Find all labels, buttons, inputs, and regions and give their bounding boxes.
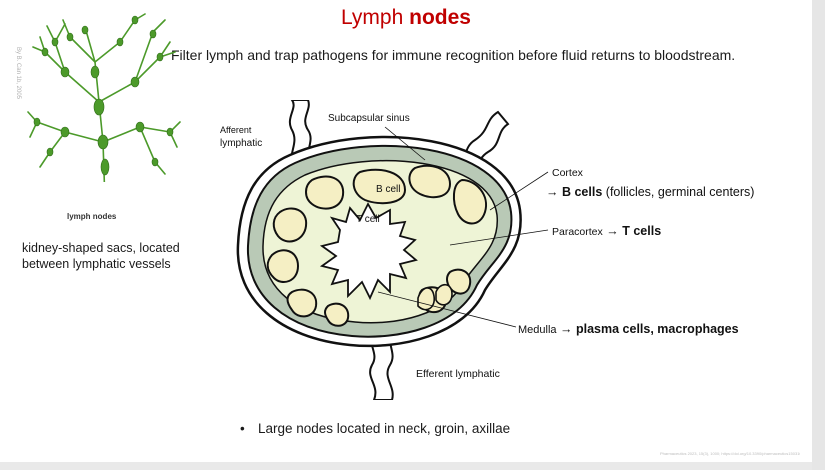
bullet-text: Large nodes located in neck, groin, axil… [258, 421, 511, 436]
illustration-caption: lymph nodes [67, 212, 117, 221]
cortex-b-cells: B cells [562, 185, 602, 199]
pointer-paracortex [449, 229, 549, 246]
medullary-cords [417, 283, 453, 311]
annotation-cortex-detail: → B cells (follicles, germinal centers) [546, 185, 754, 199]
lymph-chain-illustration [27, 13, 181, 182]
medulla-arrow: → [560, 322, 573, 336]
cortex-rest: (follicles, germinal centers) [606, 185, 755, 199]
title-bold: nodes [409, 6, 471, 29]
paracortex-t-cells: T cells [622, 224, 661, 238]
pointer-subcapsular [384, 126, 426, 161]
follicle-b-cell [352, 168, 407, 205]
bullet-dot: • [240, 421, 245, 436]
follicle [286, 288, 318, 318]
efferent-vessel [369, 329, 396, 400]
label-efferent-lymphatic: Efferent lymphatic [416, 368, 500, 380]
image-credit: By B. Can 1b, 2005 [15, 46, 21, 100]
label-t-cell: T cell [356, 214, 380, 225]
annotation-paracortex: Paracortex → T cells [552, 224, 661, 238]
medulla-label: Medulla [518, 324, 557, 336]
pointer-medulla [377, 291, 517, 328]
lymph-node-diagram: Afferent lymphatic Subcapsular sinus B c… [220, 100, 754, 400]
label-subcapsular-sinus: Subcapsular sinus [328, 113, 410, 124]
follicle [266, 249, 300, 283]
pointer-cortex [489, 171, 549, 211]
bullet-point: • Large nodes located in neck, groin, axi… [240, 421, 510, 436]
follicle [408, 164, 452, 199]
paracortex-label: Paracortex [552, 226, 604, 238]
annotation-cortex: Cortex [552, 167, 584, 179]
label-afferent-line1: Afferent [220, 125, 252, 135]
follicle [452, 178, 488, 225]
follicle [305, 175, 345, 210]
follicle [324, 302, 350, 327]
cortex-arrow: → [546, 185, 559, 199]
label-b-cell: B cell [376, 184, 400, 195]
medulla-cells: plasma cells, macrophages [576, 322, 739, 336]
follicle [272, 207, 308, 243]
description-text: kidney-shaped sacs, located between lymp… [22, 241, 180, 271]
follicles [266, 164, 488, 327]
slide-subtitle: Filter lymph and trap pathogens for immu… [171, 47, 736, 63]
reference-citation: Pharmaceutics 2023, 15(3), 1000; https:/… [660, 451, 800, 456]
annotation-medulla: Medulla → plasma cells, macrophages [518, 322, 739, 336]
follicle [446, 268, 472, 295]
slide: Lymph nodes Filter lymph and trap pathog… [0, 0, 812, 462]
slide-title: Lymph nodes [0, 6, 812, 30]
title-plain: Lymph [341, 6, 404, 29]
label-afferent-line2: lymphatic [220, 138, 262, 149]
medulla-region [319, 202, 418, 301]
window-edge [812, 0, 825, 470]
paracortex-arrow: → [606, 224, 619, 238]
